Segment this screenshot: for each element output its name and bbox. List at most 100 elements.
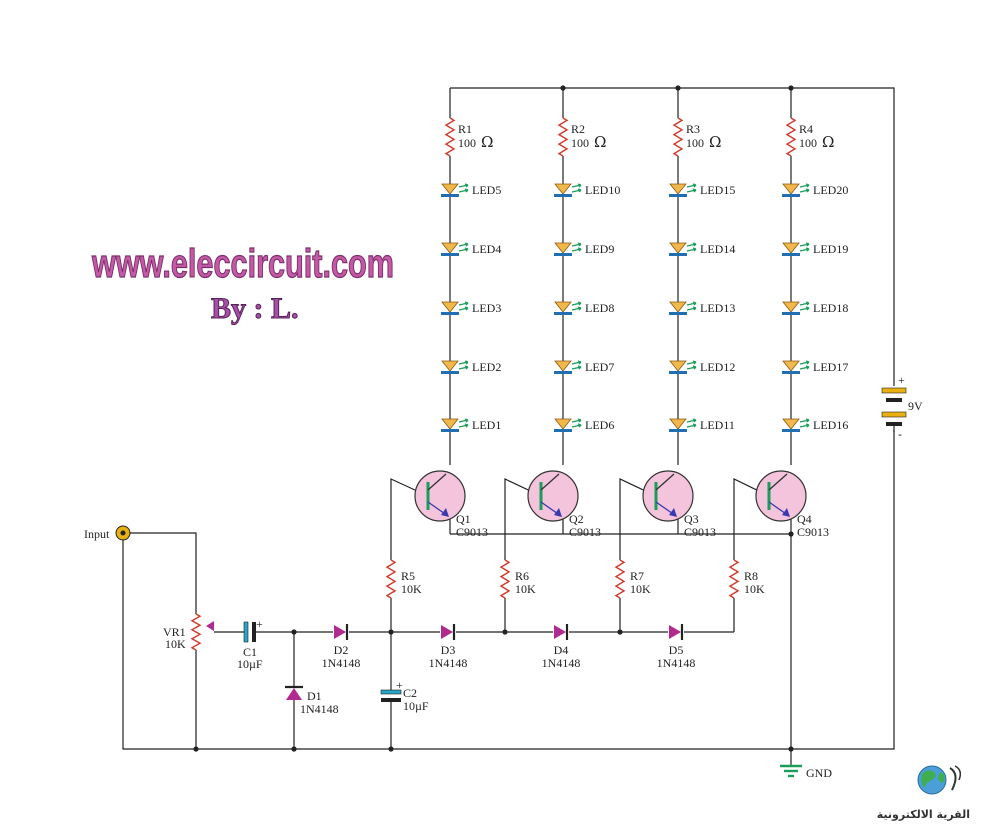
logo-globe-icon xyxy=(917,765,962,795)
capacitor-polarity: + xyxy=(256,617,263,631)
led xyxy=(782,183,810,197)
diode-body xyxy=(286,688,302,700)
led-label: LED7 xyxy=(585,360,614,374)
diode-type: 1N4148 xyxy=(542,656,581,670)
resistor-value: 10K xyxy=(744,582,765,596)
battery-plate xyxy=(881,387,907,394)
resistor-name: R6 xyxy=(515,569,529,583)
resistor-R5 xyxy=(385,559,397,599)
resistor-R3 xyxy=(672,117,684,157)
resistor-name: R4 xyxy=(799,122,813,136)
battery-plate xyxy=(886,422,902,426)
led-label: LED17 xyxy=(813,360,848,374)
led xyxy=(669,183,697,197)
transistor-arrow-icon xyxy=(441,508,449,517)
transistor xyxy=(414,470,466,522)
ohm-symbol: Ω xyxy=(822,133,834,151)
battery-label: 9V xyxy=(908,399,923,413)
led-label: LED9 xyxy=(585,242,614,256)
ohm-symbol: Ω xyxy=(709,133,721,151)
led-bar xyxy=(441,429,459,432)
led-bar xyxy=(441,312,459,315)
led-body xyxy=(554,301,572,313)
diode-name: D1 xyxy=(307,689,322,703)
transistor-name: Q1 xyxy=(456,512,471,526)
resistor-R4 xyxy=(785,117,797,157)
led-bar xyxy=(782,253,800,256)
transistor-type: C9013 xyxy=(684,525,716,539)
led-bar xyxy=(441,253,459,256)
transistor-type: C9013 xyxy=(456,525,488,539)
led-light-arrow-icon xyxy=(571,183,582,193)
resistor-value: 10K xyxy=(630,582,651,596)
led-bar xyxy=(554,371,572,374)
diode-body xyxy=(334,625,346,639)
transistor xyxy=(642,470,694,522)
led xyxy=(441,418,469,432)
led xyxy=(782,360,810,374)
led-light-arrow-icon xyxy=(571,418,582,428)
led-light-arrow-icon xyxy=(458,242,469,252)
led xyxy=(554,301,582,315)
led-light-arrow-icon xyxy=(686,418,697,428)
led-bar xyxy=(441,194,459,197)
vr1-value: 10K xyxy=(165,637,186,651)
gnd-label: GND xyxy=(806,766,832,780)
transistor-arrow-icon xyxy=(669,508,677,517)
led-label: LED3 xyxy=(472,301,501,315)
led-light-arrow-icon xyxy=(458,360,469,370)
led-label: LED18 xyxy=(813,301,848,315)
led-body xyxy=(441,418,459,430)
diode-type: 1N4148 xyxy=(429,656,468,670)
led-bar xyxy=(669,194,687,197)
led-label: LED16 xyxy=(813,418,848,432)
led-body xyxy=(669,301,687,313)
capacitor-plate xyxy=(243,621,249,643)
battery-plate xyxy=(881,411,907,418)
led-bar xyxy=(669,371,687,374)
resistor-R8 xyxy=(728,559,740,599)
ohm-symbol: Ω xyxy=(481,133,493,151)
top-rail xyxy=(450,87,895,386)
led-bar xyxy=(554,429,572,432)
led-label: LED8 xyxy=(585,301,614,315)
led-body xyxy=(554,360,572,372)
diode-name: D5 xyxy=(669,643,684,657)
led-light-arrow-icon xyxy=(571,360,582,370)
wiper-arrow-icon xyxy=(206,621,214,631)
resistor-R2 xyxy=(557,117,569,157)
led xyxy=(441,242,469,256)
capacitor-polarity: + xyxy=(396,678,403,692)
battery-plate xyxy=(886,398,902,402)
led-light-arrow-icon xyxy=(458,301,469,311)
capacitor-name: C2 xyxy=(403,686,417,700)
led-body xyxy=(441,242,459,254)
resistor-R7 xyxy=(614,559,626,599)
led-label: LED11 xyxy=(700,418,735,432)
led-light-arrow-icon xyxy=(458,418,469,428)
diode-name: D4 xyxy=(554,643,569,657)
led-body xyxy=(669,242,687,254)
led xyxy=(669,301,697,315)
led-bar xyxy=(554,253,572,256)
resistor-value: 10K xyxy=(401,582,422,596)
led xyxy=(554,418,582,432)
battery-minus: - xyxy=(898,427,902,441)
resistor-name: R7 xyxy=(630,569,644,583)
transistor xyxy=(527,470,579,522)
resistor-name: R1 xyxy=(458,122,472,136)
led-label: LED6 xyxy=(585,418,614,432)
led-bar xyxy=(669,429,687,432)
led-body xyxy=(669,418,687,430)
diode-body xyxy=(669,625,681,639)
input-jack-icon xyxy=(120,530,126,536)
led xyxy=(782,301,810,315)
led-bar xyxy=(669,312,687,315)
capacitor-plate xyxy=(252,622,256,642)
transistor-type: C9013 xyxy=(569,525,601,539)
battery-plus: + xyxy=(898,373,905,387)
led xyxy=(669,360,697,374)
led-body xyxy=(554,418,572,430)
led-bar xyxy=(782,371,800,374)
transistor-arrow-icon xyxy=(554,508,562,517)
